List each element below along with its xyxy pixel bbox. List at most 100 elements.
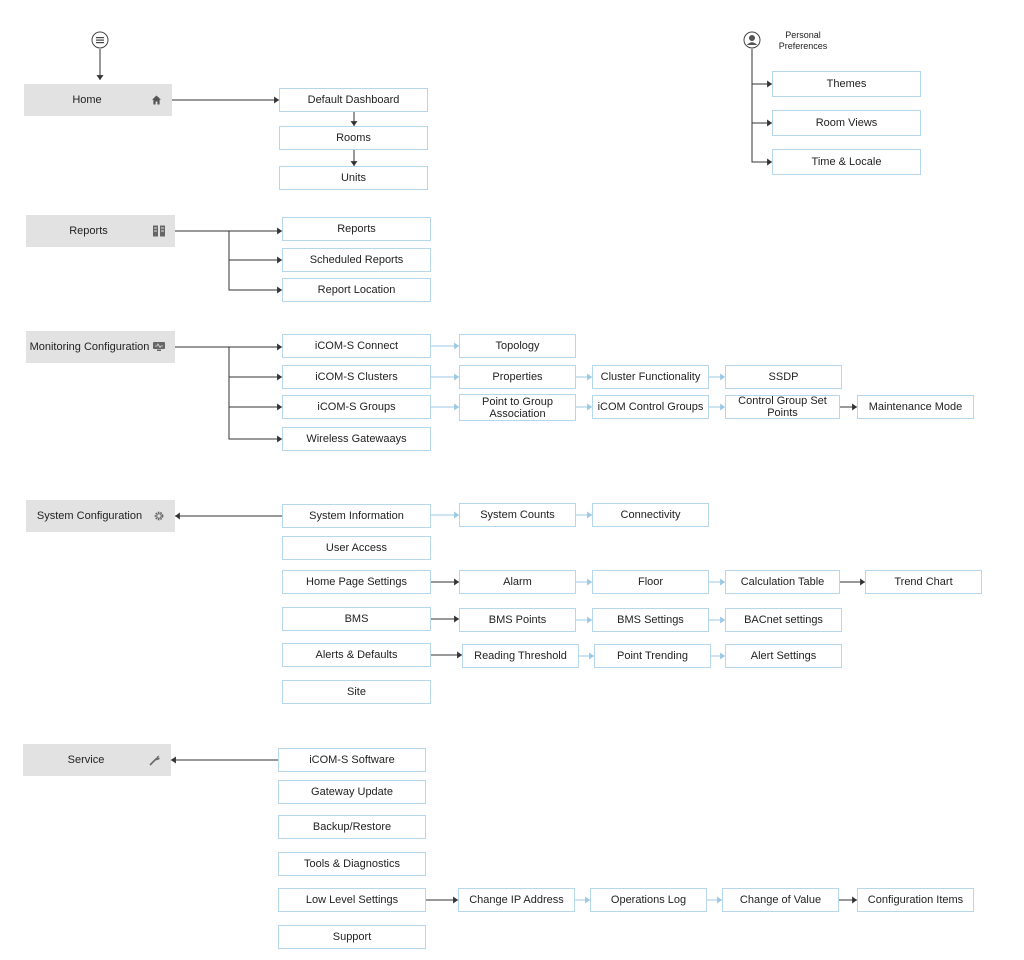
node-system-counts-label: System Counts bbox=[480, 509, 555, 521]
node-report-location[interactable]: Report Location bbox=[282, 278, 431, 302]
gear-icon bbox=[153, 510, 165, 522]
node-tools-diagnostics-label: Tools & Diagnostics bbox=[304, 858, 400, 870]
node-alarm[interactable]: Alarm bbox=[459, 570, 576, 594]
node-backup-restore[interactable]: Backup/Restore bbox=[278, 815, 426, 839]
node-maintenance-mode[interactable]: Maintenance Mode bbox=[857, 395, 974, 419]
connector-arrowhead bbox=[274, 96, 279, 104]
section-monitoring-configuration[interactable]: Monitoring Configuration bbox=[26, 331, 175, 363]
section-system-configuration[interactable]: System Configuration bbox=[26, 500, 175, 532]
connector bbox=[751, 49, 772, 163]
node-home-page-settings[interactable]: Home Page Settings bbox=[282, 570, 431, 594]
node-room-views-label: Room Views bbox=[815, 117, 878, 129]
node-icom-s-connect-label: iCOM-S Connect bbox=[314, 340, 399, 352]
node-wireless-gateways-label: Wireless Gatewaays bbox=[306, 433, 407, 445]
connector-arrowhead bbox=[175, 512, 180, 520]
node-reading-threshold[interactable]: Reading Threshold bbox=[462, 644, 579, 668]
node-properties[interactable]: Properties bbox=[459, 365, 576, 389]
node-properties-label: Properties bbox=[492, 371, 543, 383]
node-icom-s-groups[interactable]: iCOM-S Groups bbox=[282, 395, 431, 419]
node-floor-label: Floor bbox=[637, 576, 664, 588]
node-room-views[interactable]: Room Views bbox=[772, 110, 921, 136]
node-change-ip-address[interactable]: Change IP Address bbox=[458, 888, 575, 912]
node-default-dashboard-label: Default Dashboard bbox=[307, 94, 400, 106]
connector-arrowhead bbox=[767, 158, 772, 166]
node-scheduled-reports[interactable]: Scheduled Reports bbox=[282, 248, 431, 272]
connector bbox=[228, 347, 282, 440]
node-ssdp[interactable]: SSDP bbox=[725, 365, 842, 389]
node-user-access-label: User Access bbox=[325, 542, 388, 554]
node-configuration-items[interactable]: Configuration Items bbox=[857, 888, 974, 912]
section-service[interactable]: Service bbox=[23, 744, 171, 776]
connector-arrowhead bbox=[720, 652, 725, 660]
node-operations-log-label: Operations Log bbox=[610, 894, 687, 906]
node-alerts-defaults[interactable]: Alerts & Defaults bbox=[282, 643, 431, 667]
node-bms[interactable]: BMS bbox=[282, 607, 431, 631]
node-point-trending-label: Point Trending bbox=[617, 650, 688, 662]
node-bacnet-settings[interactable]: BACnet settings bbox=[725, 608, 842, 632]
node-control-group-set-points-label: Control Group Set Points bbox=[738, 395, 827, 419]
connector-arrowhead bbox=[585, 896, 590, 904]
node-user-access[interactable]: User Access bbox=[282, 536, 431, 560]
node-units-label: Units bbox=[340, 172, 367, 184]
node-bms-settings[interactable]: BMS Settings bbox=[592, 608, 709, 632]
node-system-information[interactable]: System Information bbox=[282, 504, 431, 528]
node-topology[interactable]: Topology bbox=[459, 334, 576, 358]
node-icom-s-clusters[interactable]: iCOM-S Clusters bbox=[282, 365, 431, 389]
node-reports[interactable]: Reports bbox=[282, 217, 431, 241]
connector-arrowhead bbox=[587, 578, 592, 586]
node-control-group-set-points[interactable]: Control Group Set Points bbox=[725, 395, 840, 419]
connector-arrowhead bbox=[454, 615, 459, 623]
connector-arrowhead bbox=[454, 403, 459, 411]
node-cluster-functionality-label: Cluster Functionality bbox=[600, 371, 701, 383]
connector-arrowhead bbox=[277, 286, 282, 294]
connector-arrowhead bbox=[589, 652, 594, 660]
node-calculation-table-label: Calculation Table bbox=[740, 576, 825, 588]
node-wireless-gateways[interactable]: Wireless Gatewaays bbox=[282, 427, 431, 451]
node-rooms[interactable]: Rooms bbox=[279, 126, 428, 150]
node-time-locale-label: Time & Locale bbox=[811, 156, 882, 168]
user-avatar-icon[interactable] bbox=[743, 31, 761, 54]
node-configuration-items-label: Configuration Items bbox=[867, 894, 964, 906]
node-floor[interactable]: Floor bbox=[592, 570, 709, 594]
section-monitoring-label: Monitoring Configuration bbox=[29, 341, 150, 353]
connector-arrowhead bbox=[454, 373, 459, 381]
node-site[interactable]: Site bbox=[282, 680, 431, 704]
node-point-to-group-association[interactable]: Point to Group Association bbox=[459, 394, 576, 421]
node-report-location-label: Report Location bbox=[317, 284, 396, 296]
connector-arrowhead bbox=[457, 651, 462, 659]
node-point-trending[interactable]: Point Trending bbox=[594, 644, 711, 668]
node-system-information-label: System Information bbox=[309, 510, 404, 522]
node-icom-s-clusters-label: iCOM-S Clusters bbox=[315, 371, 398, 383]
section-system-label: System Configuration bbox=[36, 510, 143, 522]
node-home-page-settings-label: Home Page Settings bbox=[306, 576, 407, 588]
node-operations-log[interactable]: Operations Log bbox=[590, 888, 707, 912]
node-low-level-settings[interactable]: Low Level Settings bbox=[278, 888, 426, 912]
connector-arrowhead bbox=[277, 227, 282, 235]
node-reading-threshold-label: Reading Threshold bbox=[474, 650, 567, 662]
node-default-dashboard[interactable]: Default Dashboard bbox=[279, 88, 428, 112]
personal-preferences-label: Personal Preferences bbox=[778, 30, 828, 51]
node-calculation-table[interactable]: Calculation Table bbox=[725, 570, 840, 594]
node-icom-s-software[interactable]: iCOM-S Software bbox=[278, 748, 426, 772]
node-icom-s-connect[interactable]: iCOM-S Connect bbox=[282, 334, 431, 358]
node-units[interactable]: Units bbox=[279, 166, 428, 190]
node-connectivity[interactable]: Connectivity bbox=[592, 503, 709, 527]
section-reports[interactable]: Reports bbox=[26, 215, 175, 247]
node-trend-chart[interactable]: Trend Chart bbox=[865, 570, 982, 594]
node-backup-restore-label: Backup/Restore bbox=[312, 821, 392, 833]
node-themes[interactable]: Themes bbox=[772, 71, 921, 97]
node-system-counts[interactable]: System Counts bbox=[459, 503, 576, 527]
node-gateway-update[interactable]: Gateway Update bbox=[278, 780, 426, 804]
node-change-of-value[interactable]: Change of Value bbox=[722, 888, 839, 912]
node-icom-control-groups[interactable]: iCOM Control Groups bbox=[592, 395, 709, 419]
node-bms-points[interactable]: BMS Points bbox=[459, 608, 576, 632]
connector-arrowhead bbox=[720, 373, 725, 381]
node-cluster-functionality[interactable]: Cluster Functionality bbox=[592, 365, 709, 389]
node-icom-s-groups-label: iCOM-S Groups bbox=[317, 401, 396, 413]
node-time-locale[interactable]: Time & Locale bbox=[772, 149, 921, 175]
hamburger-menu-icon[interactable] bbox=[91, 31, 109, 54]
node-alert-settings[interactable]: Alert Settings bbox=[725, 644, 842, 668]
section-home[interactable]: Home bbox=[24, 84, 172, 116]
node-tools-diagnostics[interactable]: Tools & Diagnostics bbox=[278, 852, 426, 876]
node-support[interactable]: Support bbox=[278, 925, 426, 949]
